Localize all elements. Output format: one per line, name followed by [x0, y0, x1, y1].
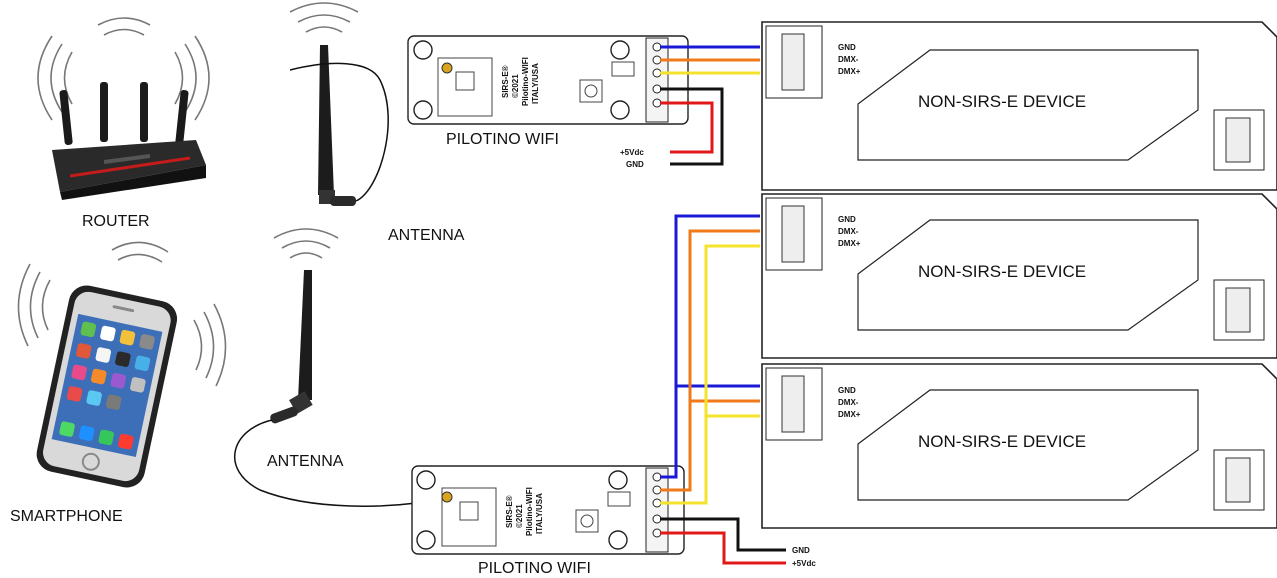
pcb-text-line2: ©2021 [511, 74, 520, 98]
pcb-bottom-text-line2: ©2021 [515, 504, 524, 528]
router-label: ROUTER [82, 213, 150, 230]
wire-top-power-pos [660, 101, 714, 154]
pcb-text-line3: Pilotino-WIFI [521, 57, 530, 106]
device-1-pin-3: DMX+ [838, 67, 861, 76]
wire-top-power-gnd [660, 87, 724, 166]
device-1-pin-2: DMX- [838, 55, 859, 64]
device-1-pin-1: GND [838, 43, 856, 52]
pilotino-top-label: PILOTINO WIFI [446, 131, 559, 148]
antenna-bottom-illustration [233, 228, 446, 507]
pcb-text-line1: SIRS-E® [501, 65, 510, 98]
wire-bottom-dmx-plus [660, 244, 760, 505]
pcb-bottom-text-line4: ITALY/USA [535, 493, 544, 534]
pcb-text-line4: ITALY/USA [531, 63, 540, 104]
top-power-5v-label: +5Vdc [620, 148, 644, 157]
pilotino-top-board: SIRS-E® ©2021 Pilotino-WIFI ITALY/USA [407, 35, 689, 125]
wire-bottom-gnd [660, 214, 760, 479]
wires [660, 45, 786, 565]
smartphone-illustration [17, 241, 227, 488]
device-3: GND DMX- DMX+ NON-SIRS-E DEVICE [761, 363, 1277, 529]
antenna-bottom-label: ANTENNA [267, 453, 344, 470]
device-3-pin-3: DMX+ [838, 410, 861, 419]
antenna-top-illustration [289, 2, 389, 206]
device-2-pin-2: DMX- [838, 227, 859, 236]
device-3-name: NON-SIRS-E DEVICE [918, 432, 1086, 451]
pilotino-bottom-label: PILOTINO WIFI [478, 560, 591, 577]
wire-bottom-power-pos [660, 531, 786, 565]
wire-bottom-power-gnd [660, 517, 786, 552]
device-2: GND DMX- DMX+ NON-SIRS-E DEVICE [761, 193, 1277, 359]
device-2-pin-1: GND [838, 215, 856, 224]
wire-bottom-dmx-minus [660, 229, 760, 492]
pcb-bottom-text-line3: Pilotino-WIFI [525, 487, 534, 536]
device-2-name: NON-SIRS-E DEVICE [918, 262, 1086, 281]
router-illustration [37, 17, 210, 200]
smartphone-label: SMARTPHONE [10, 508, 123, 525]
device-1: GND DMX- DMX+ NON-SIRS-E DEVICE [761, 21, 1277, 191]
top-power-gnd-label: GND [626, 160, 644, 169]
device-3-pin-1: GND [838, 386, 856, 395]
bottom-power-gnd-label: GND [792, 546, 810, 555]
bottom-power-5v-label: +5Vdc [792, 559, 816, 568]
device-3-pin-2: DMX- [838, 398, 859, 407]
pcb-bottom-text-line1: SIRS-E® [505, 495, 514, 528]
pilotino-bottom-board: SIRS-E® ©2021 Pilotino-WIFI ITALY/USA [411, 465, 685, 555]
device-2-pin-3: DMX+ [838, 239, 861, 248]
antenna-top-label: ANTENNA [388, 227, 465, 244]
device-1-name: NON-SIRS-E DEVICE [918, 92, 1086, 111]
